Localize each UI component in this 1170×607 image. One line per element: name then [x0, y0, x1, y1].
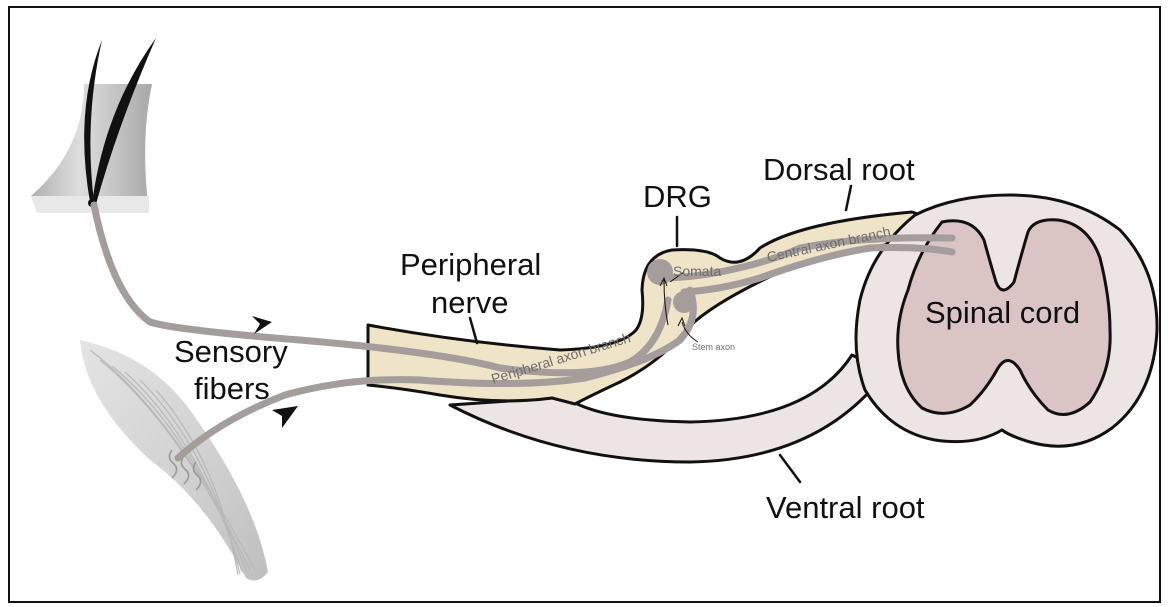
label-stem-axon: Stem axon: [692, 342, 735, 352]
label-peripheral-nerve-line1: Peripheral: [400, 247, 541, 282]
label-dorsal-root: Dorsal root: [763, 152, 915, 187]
label-sensory-fibers-line2: fibers: [194, 371, 270, 406]
label-drg: DRG: [643, 179, 712, 214]
label-sensory-fibers-line1: Sensory: [174, 334, 288, 369]
label-ventral-root: Ventral root: [766, 490, 925, 525]
label-spinal-cord: Spinal cord: [925, 295, 1080, 330]
label-somata: Somata: [673, 263, 721, 279]
label-peripheral-nerve-line2: nerve: [431, 285, 509, 320]
